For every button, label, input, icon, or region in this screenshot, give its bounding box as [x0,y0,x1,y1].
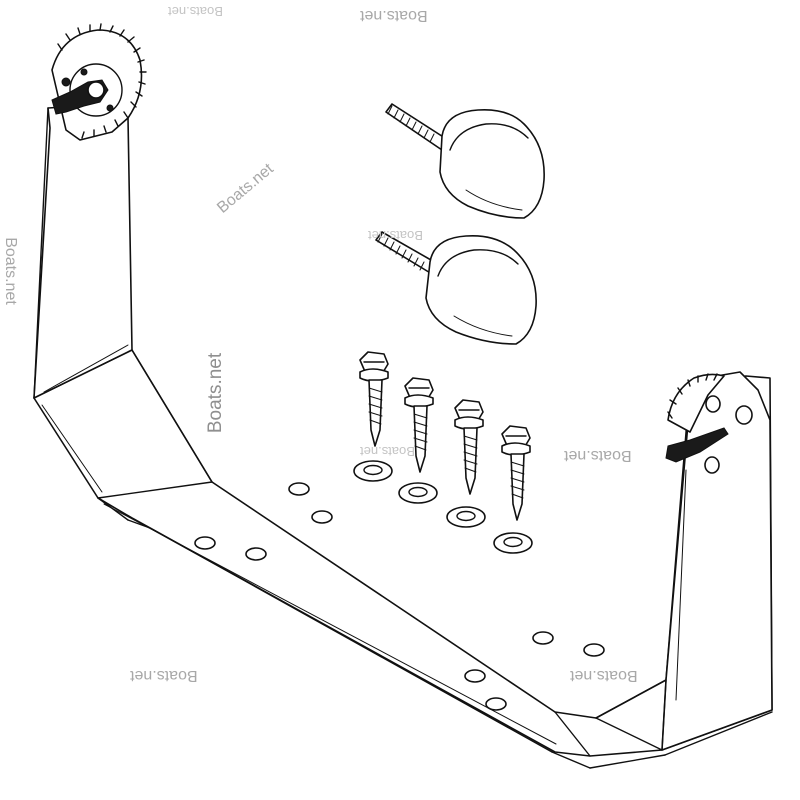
washer-2 [398,482,438,504]
watermark-bottom-right: Boats.net [570,667,638,684]
watermark-bottom-left: Boats.net [130,667,198,684]
watermark-center-vertical: Boats.net [205,352,227,434]
watermark-top: Boats.net [360,7,428,24]
mounting-screw-4 [501,425,531,521]
washer-4 [493,532,533,554]
mounting-screw-3 [454,399,484,495]
watermark-right: Boats.net [564,447,632,464]
washer-3 [446,506,486,528]
base-mounting-holes [194,482,605,711]
watermark-left-vertical: Boats.net [1,237,19,305]
bracket-knob-1 [385,103,545,219]
washer-1 [353,460,393,482]
mounting-screw-2 [404,377,434,473]
mounting-screw-1 [359,351,389,447]
watermark-washer: Boats.net [360,444,415,459]
gimbal-bracket [33,23,773,769]
bracket-knob-2 [375,231,537,345]
watermark-knob: Boats.net [368,228,423,243]
watermark-top-small: Boats.net [168,4,223,19]
ratchet-gear-left [51,23,147,141]
